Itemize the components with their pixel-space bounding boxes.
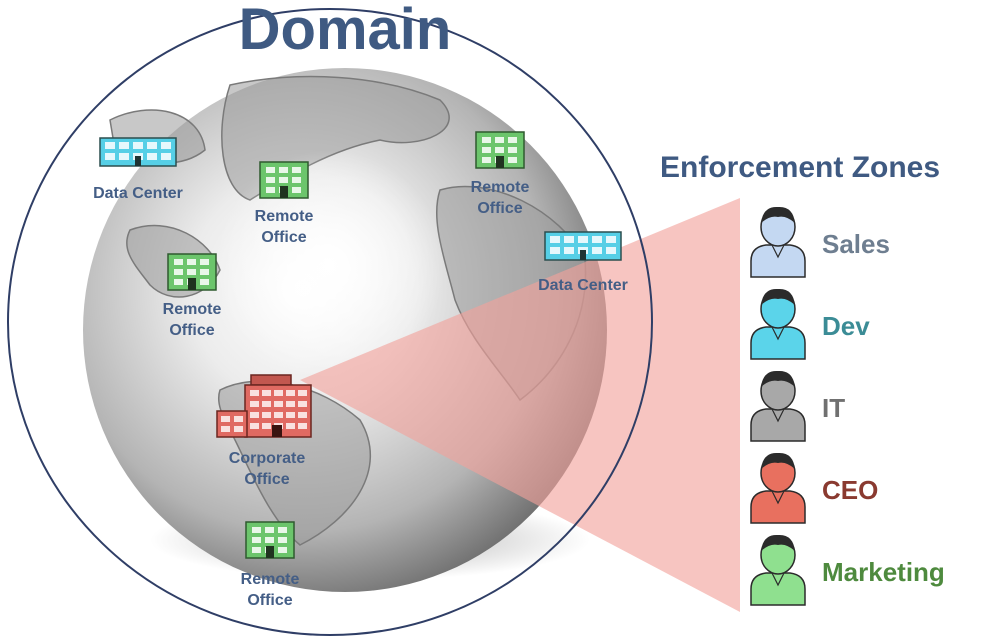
- remote-office-icon: [245, 521, 295, 559]
- domain-circle: [7, 8, 653, 636]
- remote-office-label: Remote Office: [162, 301, 222, 339]
- remote-office-icon: [475, 131, 525, 169]
- user-icon: [750, 452, 806, 524]
- enforcement-zones-heading: Enforcement Zones: [660, 151, 941, 184]
- zone-label: Sales: [822, 229, 890, 259]
- data-center-icon: [544, 231, 622, 261]
- user-icon: [750, 288, 806, 360]
- remote-office-label: Remote Office: [470, 179, 530, 217]
- remote-office-label: Remote Office: [240, 571, 300, 609]
- corporate-office-label: Corporate Office: [228, 450, 306, 488]
- user-icon: [750, 206, 806, 278]
- corporate-office-icon: [216, 374, 312, 438]
- data-center-label: Data Center: [93, 185, 183, 202]
- zone-label: IT: [822, 393, 846, 423]
- zone-label: Dev: [822, 311, 870, 341]
- data-center-label: Data Center: [538, 277, 628, 294]
- zone-label: Marketing: [822, 557, 945, 587]
- projection-wedge: [300, 198, 740, 612]
- remote-office-icon: [167, 253, 217, 291]
- user-icon: [750, 534, 806, 606]
- user-icon: [750, 370, 806, 442]
- page-title: Domain: [238, 0, 452, 62]
- remote-office-icon: [259, 161, 309, 199]
- remote-office-label: Remote Office: [254, 208, 314, 246]
- data-center-icon: [99, 137, 177, 167]
- globe-highlight: [215, 150, 445, 380]
- zone-label: CEO: [822, 475, 879, 505]
